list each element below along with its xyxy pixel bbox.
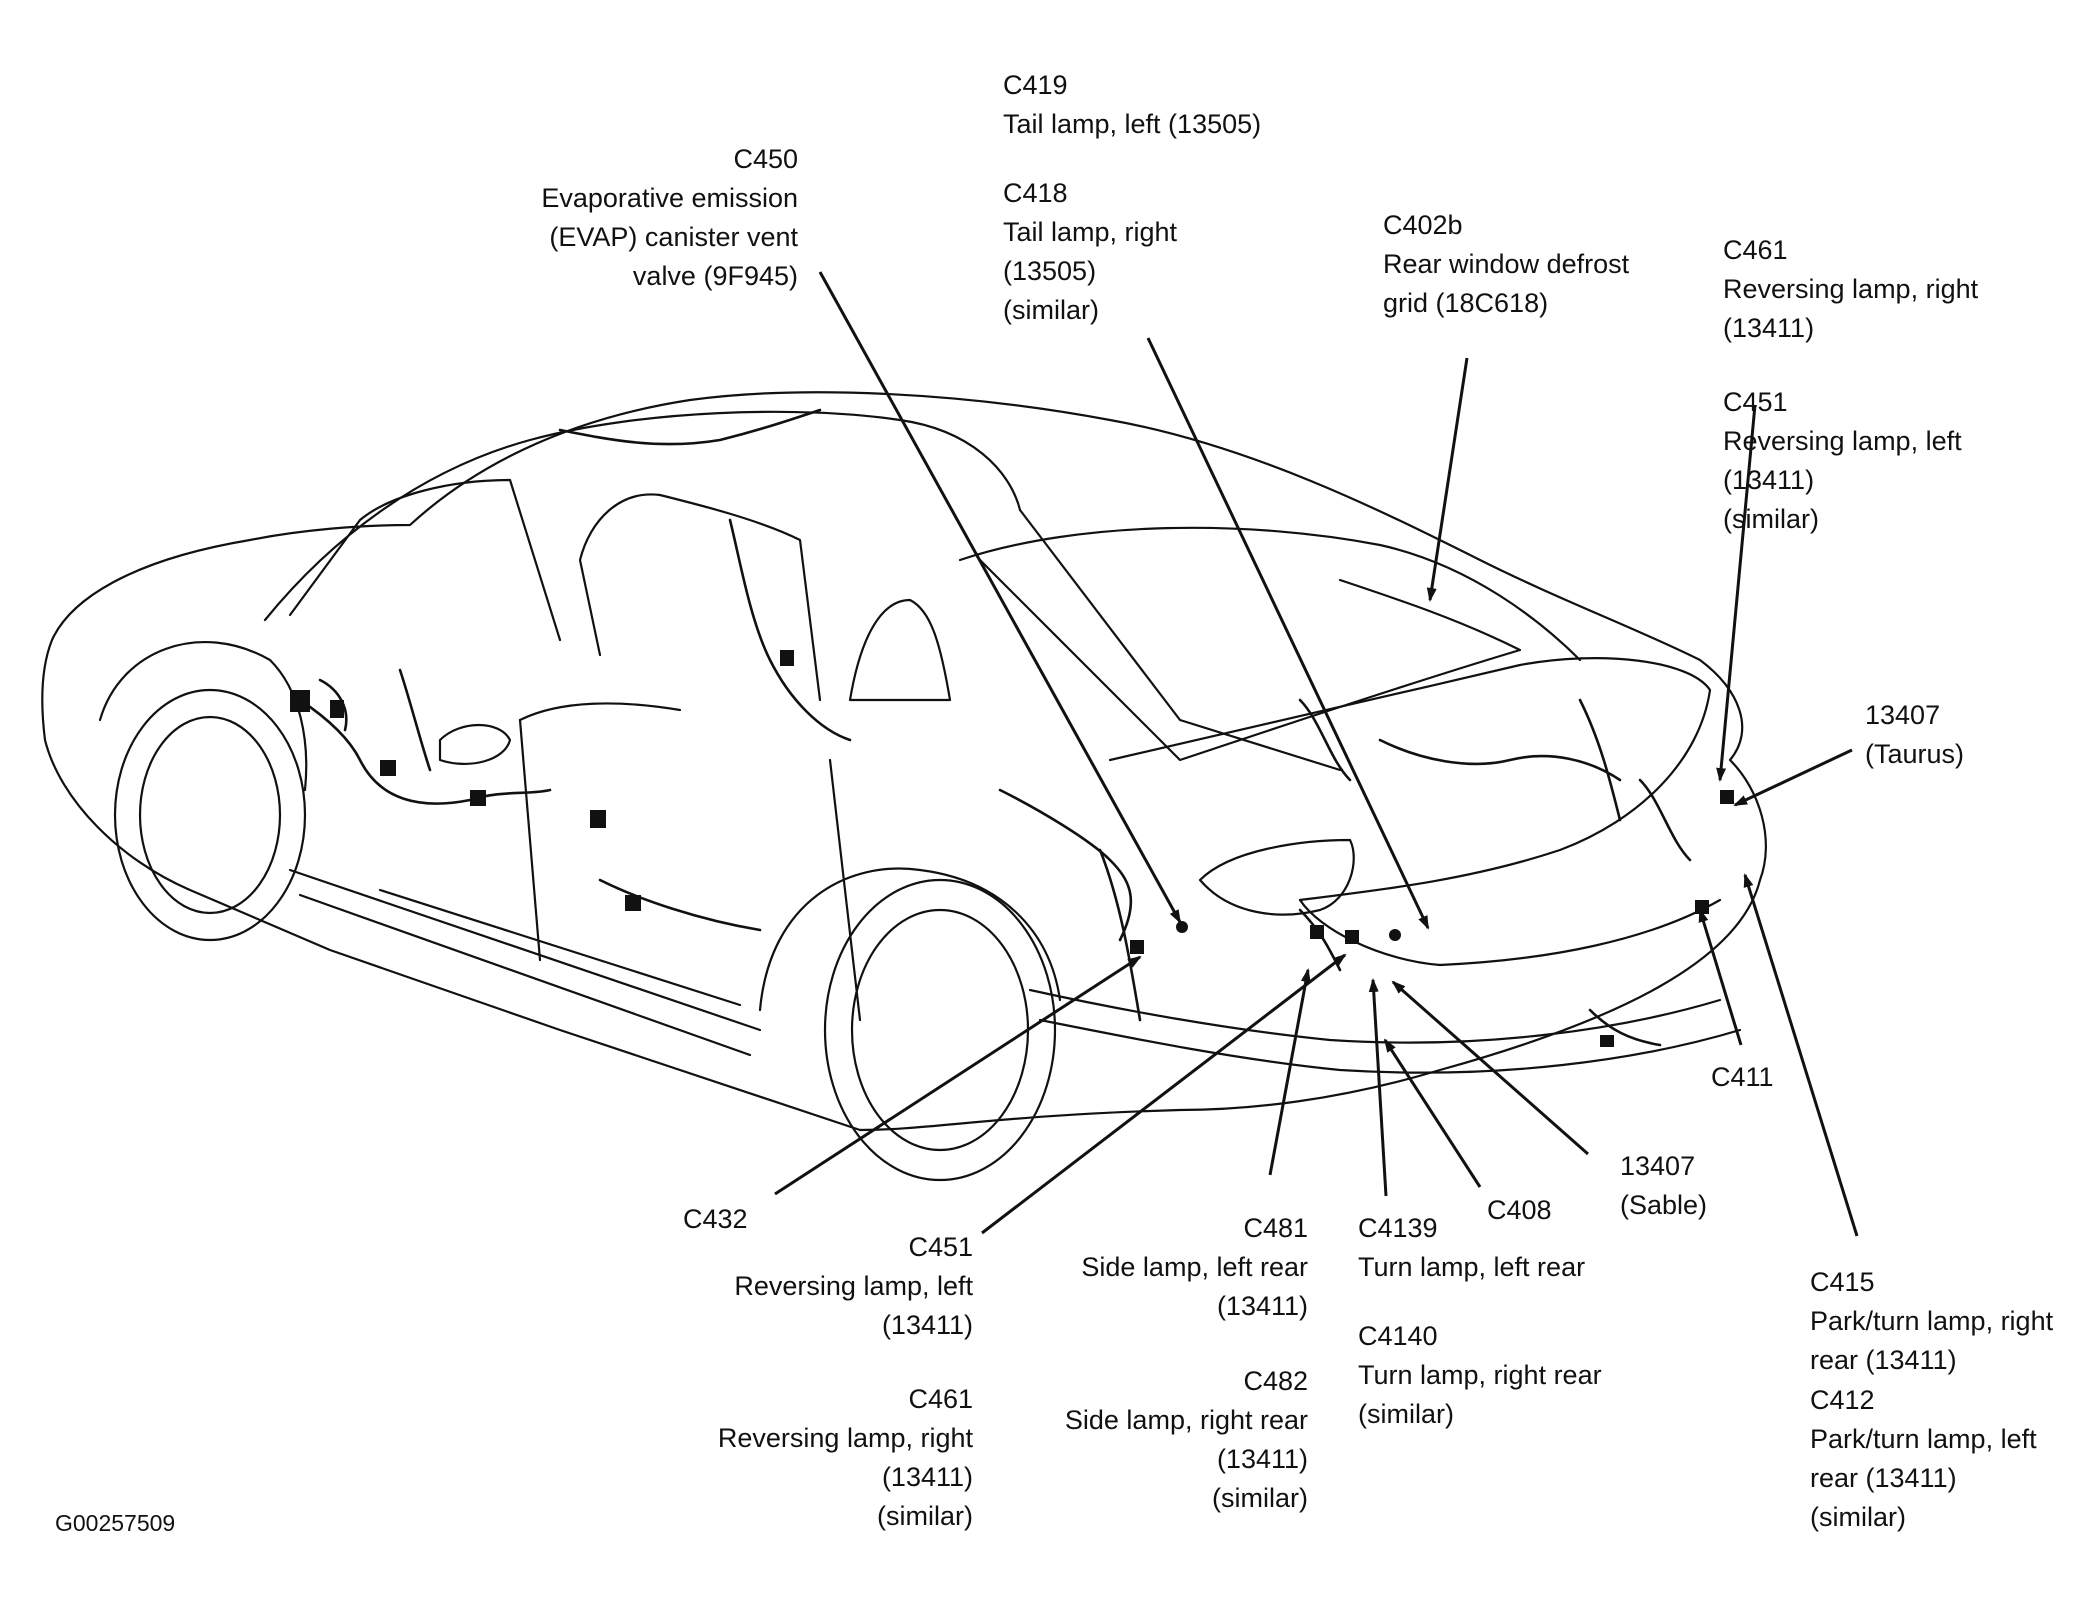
part-number: 13407 [1865,700,1941,730]
connector-code: C419 [1003,70,1068,100]
connector-code: C411 [1711,1062,1774,1092]
callout-c402b: C402b Rear window defrost grid (18C618) [1383,206,1629,323]
callout-c451-bottom: C451 Reversing lamp, left (13411) [734,1228,973,1345]
connector-description: Turn lamp, left rear [1358,1252,1586,1282]
callout-c481: C481 Side lamp, left rear (13411) [1081,1209,1308,1326]
connector-description: Evaporative emission [541,183,798,213]
callout-c451-top: C451 Reversing lamp, left (13411) (simil… [1723,383,1962,539]
connector-description: (13411) [881,1310,973,1340]
connector-code: C451 [908,1232,973,1262]
connector-description: valve (9F945) [632,261,798,291]
callout-c450: C450 Evaporative emission (EVAP) caniste… [541,140,798,296]
callout-c432: C432 [683,1200,748,1239]
connector-description: Turn lamp, right rear [1358,1360,1602,1390]
connector-description: (13411) [1723,313,1815,343]
connector-description: rear (13411) [1810,1345,1957,1375]
connector-code: C451 [1723,387,1788,417]
connector-description: (similar) [1003,295,1099,325]
connector-description: (13411) [881,1462,973,1492]
callout-c419: C419 Tail lamp, left (13505) [1003,66,1261,144]
connector-description: Tail lamp, left (13505) [1003,109,1262,139]
callout-c461-bottom: C461 Reversing lamp, right (13411) (simi… [718,1380,973,1536]
connector-code: C482 [1243,1366,1308,1396]
leader-lines [774,271,1859,1237]
callout-c412: C412 Park/turn lamp, left rear (13411) (… [1810,1381,2037,1537]
connector-description: (13411) [1216,1444,1308,1474]
callout-c418: C418 Tail lamp, right (13505) (similar) [1003,174,1177,330]
connector-description: Reversing lamp, right [717,1423,973,1453]
connector-description: (similar) [1723,504,1819,534]
connector-description: Side lamp, left rear [1081,1252,1308,1282]
callout-c461-top: C461 Reversing lamp, right (13411) [1723,231,1978,348]
connector-description: Tail lamp, right [1003,217,1178,247]
callout-c4140: C4140 Turn lamp, right rear (similar) [1358,1317,1602,1434]
connector-description: Reversing lamp, left [1723,426,1962,456]
connector-description: grid (18C618) [1383,288,1549,318]
connector-code: C412 [1810,1385,1875,1415]
connector-code: C408 [1487,1195,1552,1225]
callout-c415: C415 Park/turn lamp, right rear (13411) [1810,1263,2053,1380]
connector-code: C402b [1383,210,1463,240]
connector-code: C4139 [1358,1213,1438,1243]
figure-id: G00257509 [55,1510,176,1536]
connector-code: C4140 [1358,1321,1438,1351]
connector-code: C461 [1723,235,1788,265]
callout-c408: C408 [1487,1191,1552,1230]
connector-description: rear (13411) [1810,1463,1957,1493]
connector-description: Park/turn lamp, right [1810,1306,2054,1336]
callout-c482: C482 Side lamp, right rear (13411) (simi… [1065,1362,1308,1518]
callout-13407-sable: 13407 (Sable) [1620,1147,1707,1225]
connector-code: C481 [1243,1213,1308,1243]
car-body-outline [41,391,1767,1182]
connector-description: Reversing lamp, left [734,1271,973,1301]
connector-description: (similar) [877,1501,973,1531]
callout-c411: C411 [1711,1058,1774,1097]
callout-13407-taurus: 13407 (Taurus) [1865,696,1964,774]
connector-description: (EVAP) canister vent [549,222,798,252]
wiring-harness [298,408,1692,1047]
connector-code: C432 [683,1204,748,1234]
connector-markers [290,650,1734,1047]
connector-code: C415 [1810,1267,1875,1297]
callout-c4139: C4139 Turn lamp, left rear [1358,1209,1585,1287]
connector-description: (13505) [1003,256,1097,286]
connector-description: (13411) [1723,465,1815,495]
connector-description: Rear window defrost [1383,249,1630,279]
connector-description: (similar) [1212,1483,1308,1513]
connector-code: C418 [1003,178,1068,208]
connector-description: Side lamp, right rear [1064,1405,1308,1435]
connector-description: Park/turn lamp, left [1810,1424,2037,1454]
part-number: 13407 [1620,1151,1696,1181]
connector-description: (similar) [1358,1399,1454,1429]
part-variant: (Sable) [1620,1190,1708,1220]
connector-description: Reversing lamp, right [1723,274,1979,304]
part-variant: (Taurus) [1865,739,1965,769]
connector-description: (13411) [1216,1291,1308,1321]
connector-description: (similar) [1810,1502,1906,1532]
connector-code: C450 [733,144,798,174]
connector-code: C461 [908,1384,973,1414]
